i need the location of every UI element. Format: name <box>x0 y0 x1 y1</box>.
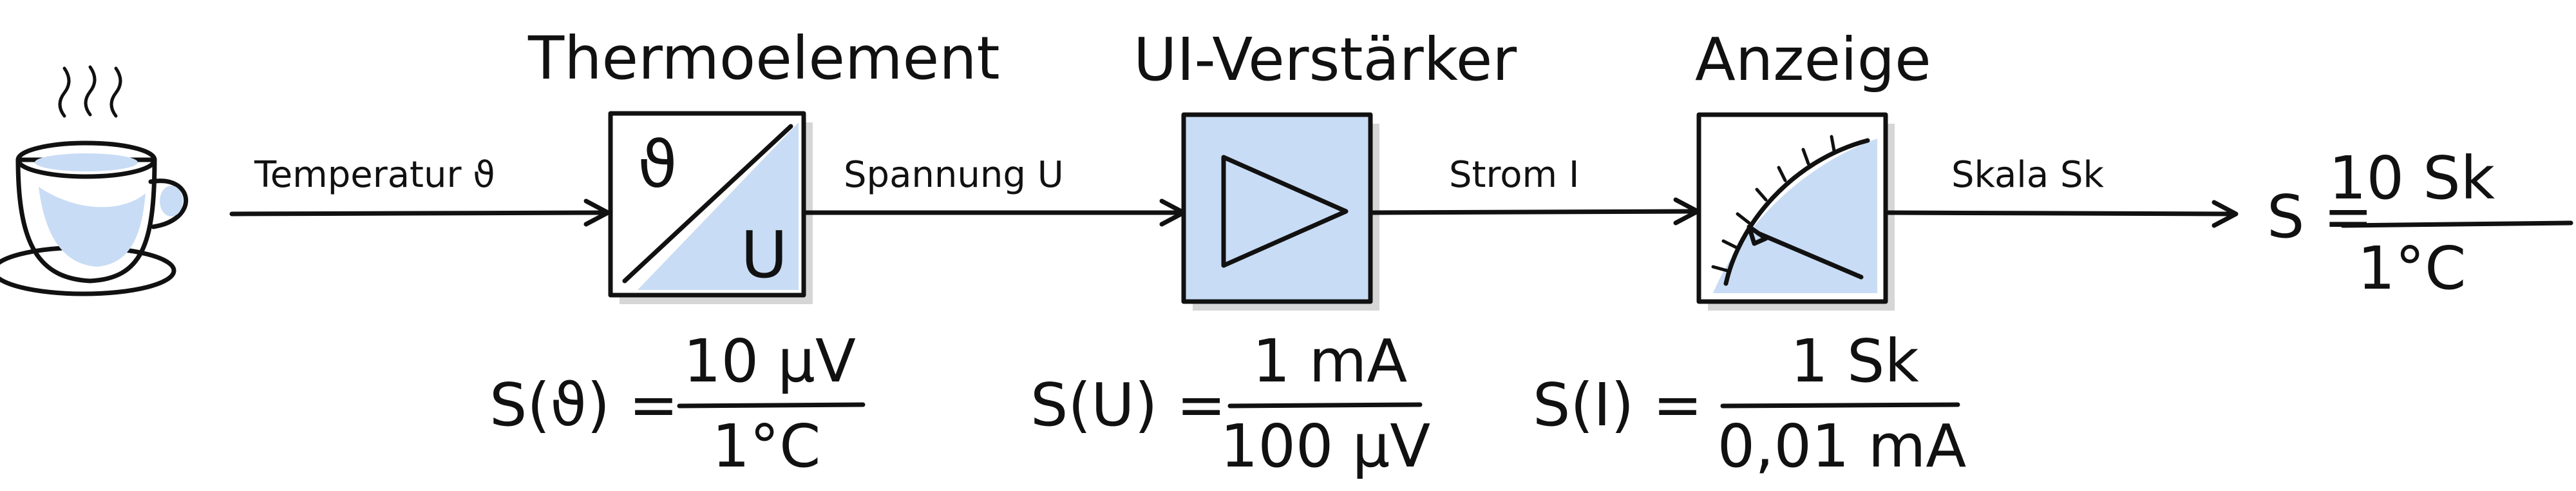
amplifier-triangle-icon <box>1221 155 1349 268</box>
block-thermoelement: ϑ U <box>608 111 813 304</box>
sensitivity-3-lhs: S(I) = <box>1533 371 1703 439</box>
total-sensitivity: S = 10 Sk 1°C <box>2267 144 2573 303</box>
cup-rim <box>15 140 157 179</box>
sensitivity-2-numerator: 1 mA <box>1253 327 1407 396</box>
signal-label-spannung: Spannung U <box>844 154 1064 196</box>
arrow-skala <box>1884 200 2239 228</box>
steaming-cup-icon <box>0 65 189 296</box>
signal-label-temperatur: Temperatur ϑ <box>254 154 495 196</box>
sensitivity-2-fraction-bar <box>1227 402 1423 409</box>
total-numerator: 10 Sk <box>2329 144 2496 213</box>
block-title-anzeige: Anzeige <box>1695 25 1931 94</box>
thermo-output-symbol: U <box>741 217 788 293</box>
sensitivity-1-denominator: 1°C <box>712 412 821 481</box>
sensitivity-3-denominator: 0,01 mA <box>1718 412 1967 481</box>
analog-meter-icon <box>1711 135 1870 286</box>
block-title-thermoelement: Thermoelement <box>527 24 1000 93</box>
sensitivity-1-lhs: S(ϑ) = <box>489 371 678 439</box>
block-anzeige <box>1696 112 1895 311</box>
sensitivity-1-fraction-bar <box>677 402 866 409</box>
total-denominator: 1°C <box>2358 234 2467 303</box>
sensitivity-2-lhs: S(U) = <box>1030 371 1226 439</box>
sensitivity-3-numerator: 1 Sk <box>1790 327 1919 396</box>
sensitivity-anzeige: S(I) = 1 Sk 0,01 mA <box>1533 327 1966 481</box>
block-title-verstaerker: UI-Verstärker <box>1133 25 1517 94</box>
sensitivity-thermoelement: S(ϑ) = 10 µV 1°C <box>489 327 866 481</box>
total-lhs: S = <box>2267 182 2373 251</box>
sensitivity-1-numerator: 10 µV <box>683 327 856 396</box>
sensitivity-2-denominator: 100 µV <box>1220 412 1430 481</box>
converter-diagonal <box>622 124 793 284</box>
block-verstaerker <box>1181 112 1379 311</box>
arrow-strom <box>1370 197 1700 226</box>
signal-label-skala: Skala Sk <box>1951 154 2105 196</box>
sensitivity-verstaerker: S(U) = 1 mA 100 µV <box>1030 327 1430 481</box>
arrow-spannung <box>804 198 1186 227</box>
sensitivity-3-fraction-bar <box>1720 402 1960 409</box>
arrow-temperatur <box>229 198 611 227</box>
total-fraction-bar <box>2340 220 2573 228</box>
thermo-input-symbol: ϑ <box>638 127 677 202</box>
signal-label-strom: Strom I <box>1449 154 1579 196</box>
cup-body <box>15 157 157 284</box>
